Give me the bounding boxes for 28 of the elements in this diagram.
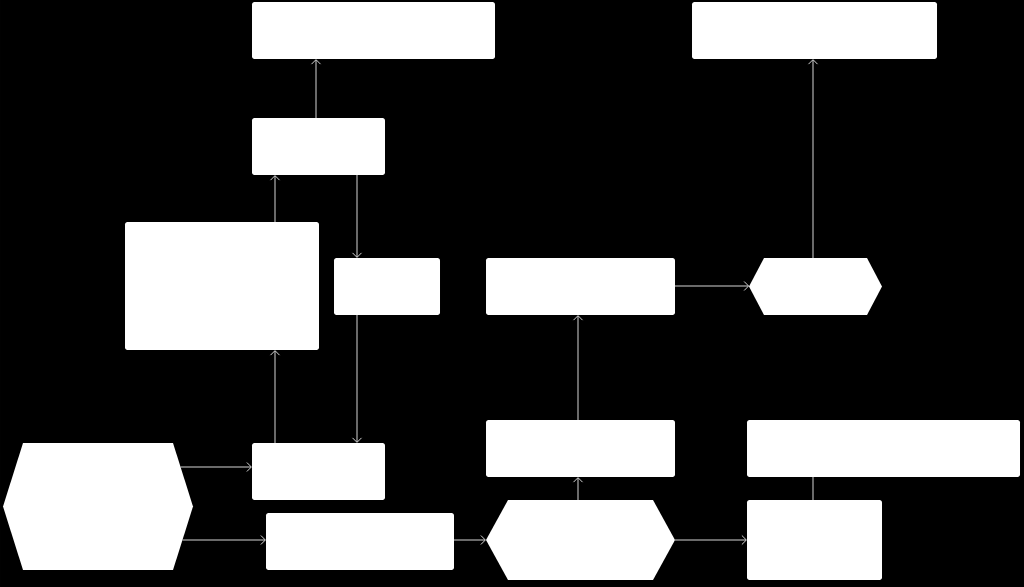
arrow	[182, 535, 266, 545]
hexagon	[3, 443, 193, 570]
box	[486, 420, 675, 477]
box	[266, 513, 454, 570]
box	[125, 222, 319, 350]
hexagon	[749, 258, 882, 315]
box	[252, 443, 385, 500]
arrow	[573, 477, 583, 501]
arrow	[352, 174, 362, 258]
arrow	[674, 281, 750, 291]
box	[334, 258, 440, 315]
arrow	[573, 315, 583, 421]
arrow	[352, 314, 362, 443]
arrow	[311, 59, 321, 119]
hexagon	[486, 500, 675, 580]
arrow	[270, 175, 280, 223]
box	[252, 2, 495, 59]
box	[252, 118, 385, 175]
box	[486, 258, 675, 315]
arrow	[808, 59, 818, 259]
box	[747, 500, 882, 580]
arrow	[674, 535, 747, 545]
box	[692, 2, 937, 59]
arrow	[453, 535, 486, 545]
arrow	[270, 350, 280, 444]
arrow	[180, 462, 252, 472]
box	[747, 420, 1020, 477]
connector-line	[812, 476, 814, 501]
